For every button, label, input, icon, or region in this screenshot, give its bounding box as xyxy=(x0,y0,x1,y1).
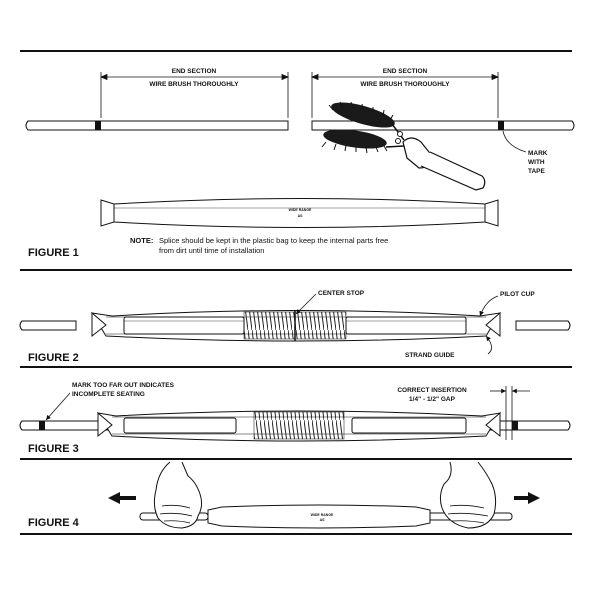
left-end-section-label: END SECTION xyxy=(172,68,217,75)
tape-mark-too-far xyxy=(39,421,45,430)
pull-left-arrow-icon xyxy=(108,492,136,504)
mark-too-far-leader xyxy=(45,392,71,421)
figure-1: END SECTION WIRE BRUSH THOROUGHLY END SE… xyxy=(25,68,575,259)
mark-label-line2: WITH xyxy=(528,159,545,166)
pilot-cup-leader xyxy=(479,295,499,317)
left-hand-icon xyxy=(153,461,203,529)
gap-label: 1/4" - 1/2" GAP xyxy=(409,396,456,403)
spring xyxy=(253,411,345,440)
splice-figure1 xyxy=(100,198,499,228)
strand-guide-leader xyxy=(485,335,492,355)
note-text-line2: from dirt until time of installation xyxy=(159,246,264,255)
section-dividers xyxy=(20,50,572,535)
splice-fig4-label-line2: AS xyxy=(320,518,326,522)
figure-3: MARK TOO FAR OUT INDICATES INCOMPLETE SE… xyxy=(19,382,571,455)
figure-2-label: FIGURE 2 xyxy=(28,352,79,364)
left-end-section-dimension xyxy=(99,72,290,118)
figure-1-label: FIGURE 1 xyxy=(28,247,79,259)
conductor-stubs xyxy=(19,320,571,331)
mark-label-line3: TAPE xyxy=(528,168,546,175)
figure-4-label: FIGURE 4 xyxy=(28,517,80,529)
mark-too-far-line2: INCOMPLETE SEATING xyxy=(72,391,145,398)
pilot-cup-label: PILOT CUP xyxy=(500,291,535,298)
mark-label-line1: MARK xyxy=(528,150,548,157)
tape-mark xyxy=(95,121,101,130)
wire-brush-icon xyxy=(321,101,486,191)
left-wire-brush-label: WIRE BRUSH THOROUGHLY xyxy=(149,81,239,88)
figure-3-label: FIGURE 3 xyxy=(28,443,79,455)
splice-fig4-label-line1: WIDE RANGE xyxy=(311,513,334,517)
right-wire-brush-label: WIRE BRUSH THOROUGHLY xyxy=(360,81,450,88)
figure-2: CENTER STOP PILOT CUP STRAND GUIDE FIGUR… xyxy=(19,290,571,364)
splice-label-line2: AS xyxy=(298,214,304,218)
splice-label-line1: WIDE RANGE xyxy=(289,208,312,212)
tape-mark-correct xyxy=(512,421,518,430)
mark-too-far-line1: MARK TOO FAR OUT INDICATES xyxy=(72,382,175,389)
left-conductor xyxy=(25,120,289,131)
center-stop-label: CENTER STOP xyxy=(318,290,365,297)
right-end-section-label: END SECTION xyxy=(383,68,428,75)
splice-fig4 xyxy=(207,504,431,529)
right-end-section-dimension xyxy=(310,72,500,118)
figure-4: WIDE RANGE AS FIGURE 4 xyxy=(28,461,540,529)
correct-insertion-label: CORRECT INSERTION xyxy=(397,387,467,394)
note-text-line1: Splice should be kept in the plastic bag… xyxy=(159,236,388,245)
correct-gap-dimension xyxy=(490,386,530,440)
strand-guide-label: STRAND GUIDE xyxy=(405,352,455,359)
pull-right-arrow-icon xyxy=(514,492,540,504)
right-conductor xyxy=(311,120,575,131)
right-hand-icon xyxy=(439,461,497,529)
center-stop-leader xyxy=(295,293,317,315)
tape-mark xyxy=(498,121,504,130)
note-label: NOTE: xyxy=(130,236,153,245)
mark-with-tape-leader xyxy=(502,130,527,153)
